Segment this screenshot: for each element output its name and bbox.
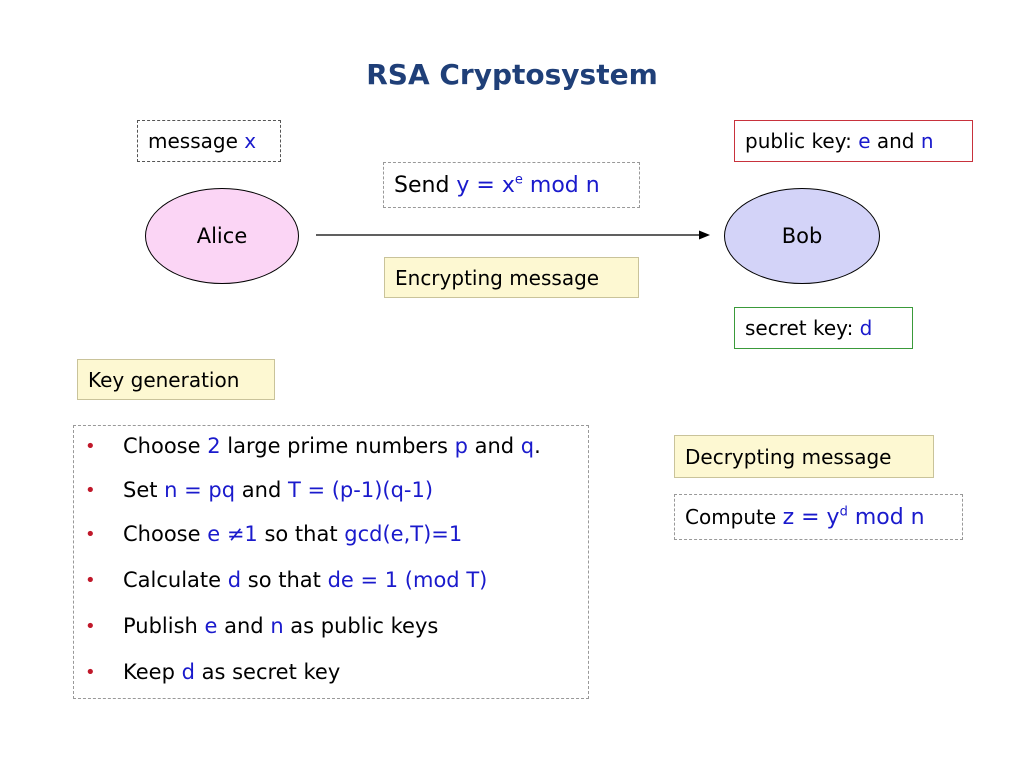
step-item: • Set n = pq and T = (p-1)(q-1) — [85, 478, 434, 502]
step-item: • Publish e and n as public keys — [85, 614, 439, 638]
step-variable: gcd(e,T)=1 — [344, 522, 463, 546]
message-box: message x — [137, 120, 281, 162]
step-variable: q — [520, 434, 535, 458]
step-item: • Calculate d so that de = 1 (mod T) — [85, 568, 488, 592]
message-variable: x — [244, 129, 257, 153]
compute-formula: z = yd mod n — [782, 504, 925, 530]
key-generation-label-box: Key generation — [77, 359, 275, 400]
bullet-icon: • — [85, 479, 96, 501]
public-key-label: public key: — [745, 129, 852, 153]
send-formula-box: Send y = xe mod n — [383, 162, 640, 208]
public-key-box: public key: e and n — [734, 120, 973, 162]
bullet-icon: • — [85, 435, 96, 457]
compute-formula-box: Compute z = yd mod n — [674, 494, 963, 540]
bob-node: Bob — [724, 188, 880, 284]
public-key-e: e — [858, 129, 871, 153]
step-text: Set — [123, 478, 165, 502]
step-item: • Choose 2 large prime numbers p and q. — [85, 434, 541, 458]
step-variable: n = pq — [164, 478, 236, 502]
key-generation-steps-box: • Choose 2 large prime numbers p and q. • S… — [73, 425, 589, 699]
public-key-n: n — [920, 129, 934, 153]
bob-label: Bob — [781, 224, 823, 248]
secret-key-label: secret key: — [745, 316, 854, 340]
secret-key-box: secret key: d — [734, 307, 913, 349]
step-variable: n — [270, 614, 284, 638]
step-variable: 2 — [207, 434, 221, 458]
step-text: Choose — [123, 434, 208, 458]
step-variable: e ≠1 — [207, 522, 258, 546]
step-variable: p — [454, 434, 468, 458]
key-generation-label: Key generation — [88, 367, 240, 392]
message-arrow — [316, 230, 710, 240]
secret-key-d: d — [859, 316, 873, 340]
alice-node: Alice — [145, 188, 299, 284]
bullet-icon: • — [85, 523, 96, 545]
step-text: and — [235, 478, 288, 502]
step-variable: e — [204, 614, 218, 638]
step-text: and — [217, 614, 271, 638]
public-key-and: and — [876, 129, 915, 153]
step-item: • Keep d as secret key — [85, 660, 341, 684]
encrypting-label-box: Encrypting message — [384, 257, 639, 298]
bullet-icon: • — [85, 661, 96, 683]
step-text: Calculate — [123, 568, 228, 592]
bullet-icon: • — [85, 615, 96, 637]
step-text: as secret key — [194, 660, 341, 684]
step-text: Choose — [123, 522, 208, 546]
step-text: so that — [241, 568, 328, 592]
bullet-icon: • — [85, 569, 96, 591]
decrypting-label-box: Decrypting message — [674, 435, 934, 478]
step-item: • Choose e ≠1 so that gcd(e,T)=1 — [85, 522, 463, 546]
compute-label: Compute — [685, 505, 777, 529]
step-text: so that — [257, 522, 345, 546]
step-text: Keep — [123, 660, 182, 684]
send-label: Send — [394, 172, 450, 198]
step-variable: de = 1 (mod T) — [327, 568, 488, 592]
send-formula: y = xe mod n — [456, 172, 600, 198]
step-text: . — [534, 434, 541, 458]
step-text: as public keys — [283, 614, 439, 638]
step-variable: T = (p-1)(q-1) — [287, 478, 434, 502]
page-title: RSA Cryptosystem — [366, 58, 658, 91]
step-text: Publish — [123, 614, 205, 638]
decrypting-label: Decrypting message — [685, 444, 892, 469]
step-text: and — [467, 434, 521, 458]
step-text: large prime numbers — [220, 434, 455, 458]
step-variable: d — [181, 660, 195, 684]
encrypting-label: Encrypting message — [395, 265, 600, 290]
alice-label: Alice — [196, 224, 248, 248]
step-variable: d — [227, 568, 242, 592]
message-label: message — [148, 129, 238, 153]
